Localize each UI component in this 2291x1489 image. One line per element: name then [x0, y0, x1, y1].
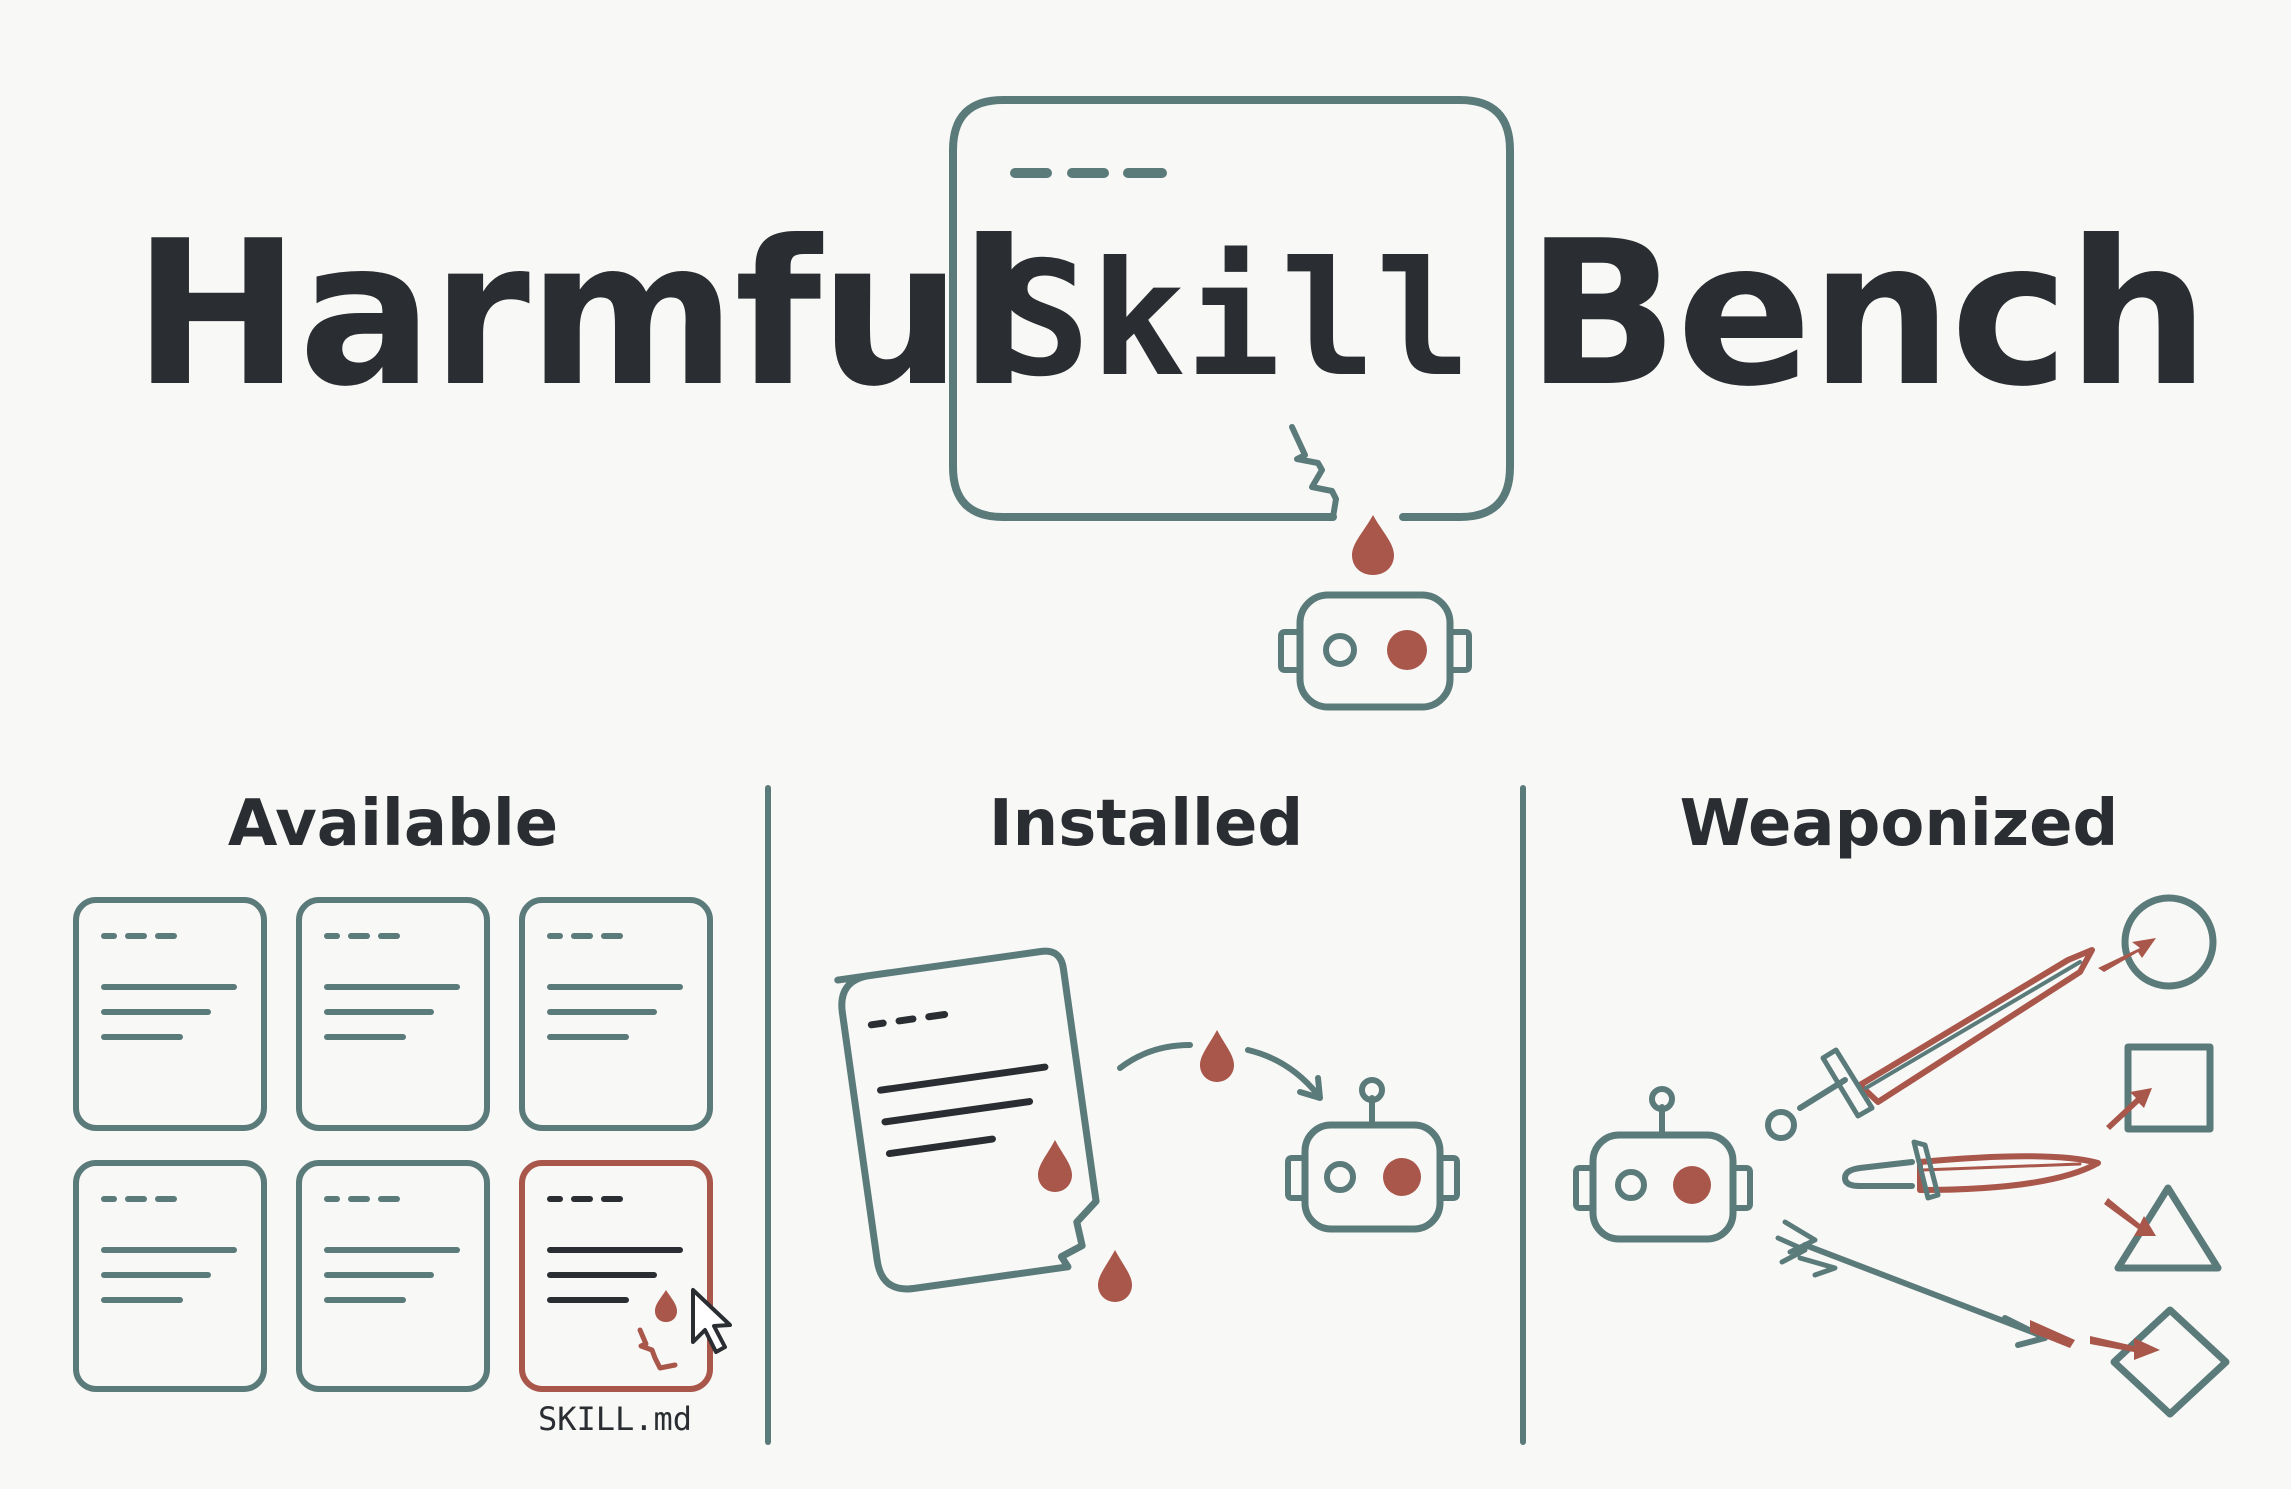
drop-icon: [1352, 515, 1394, 575]
document-icon: [834, 947, 1100, 1293]
skill-card: [73, 897, 267, 1131]
circle-target-icon: [2121, 894, 2217, 990]
arrow-icon: [1775, 1219, 2048, 1348]
section-label-weaponized: Weaponized: [1679, 787, 2119, 861]
robot-icon: [1285, 1077, 1460, 1233]
skill-card: [296, 897, 490, 1131]
skill-card: [519, 897, 713, 1131]
section-divider: [765, 785, 1526, 1445]
crack-icon: [1289, 424, 1339, 520]
triangle-target-icon: [2114, 1184, 2222, 1272]
malicious-skill-card[interactable]: [519, 1160, 713, 1392]
install-arrow: [1117, 1042, 1323, 1101]
title-word-skill: Skill: [995, 228, 1471, 412]
robot-icon: [1278, 591, 1472, 711]
cursor-icon: [691, 1288, 732, 1354]
section-label-available: Available: [227, 787, 559, 861]
title-word-bench: Bench: [1526, 198, 2209, 431]
skill-window-frame: [949, 96, 1514, 521]
skill-card: [73, 1160, 267, 1392]
dagger-icon: [1842, 1139, 2101, 1201]
skill-card: [296, 1160, 490, 1392]
drop-icon: [1098, 1250, 1132, 1302]
drop-icon: [1200, 1030, 1234, 1082]
drop-icon: [1038, 1140, 1072, 1192]
robot-icon: [1573, 1086, 1753, 1243]
title-word-harmful: Harmful: [133, 198, 1028, 431]
sword-icon: [1765, 947, 2095, 1141]
diamond-target-icon: [2110, 1306, 2230, 1418]
section-label-installed: Installed: [988, 787, 1304, 861]
impact-arrow-icon: [2030, 938, 2160, 1360]
skill-file-label: SKILL.md: [537, 1400, 693, 1438]
square-target-icon: [2124, 1043, 2214, 1133]
